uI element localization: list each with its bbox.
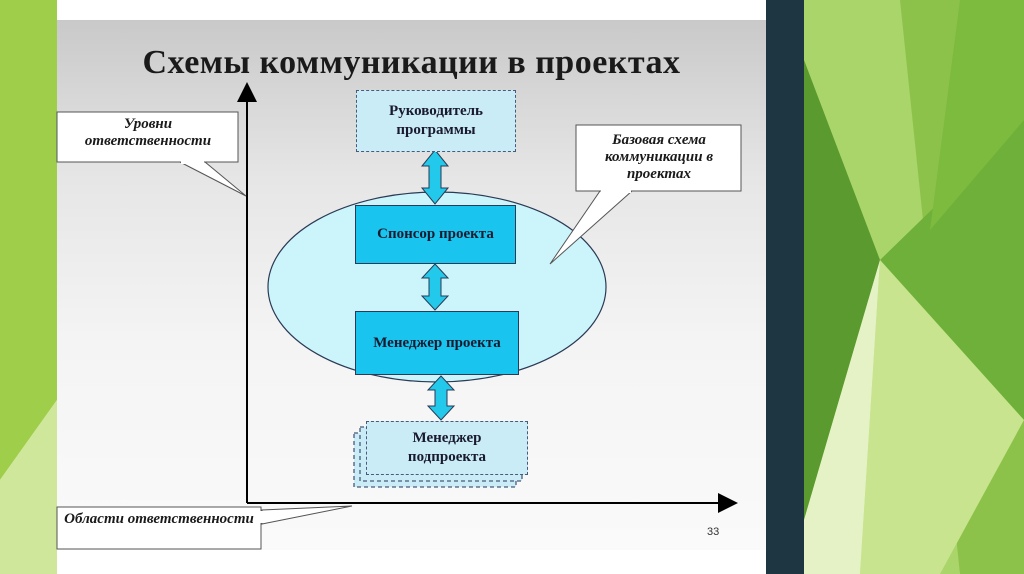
program-manager-box: Руководитель программы: [356, 90, 516, 152]
project-manager-box: Менеджер проекта: [355, 311, 519, 375]
right-green-shape-3: [804, 60, 880, 520]
callout-responsibility-levels: [56, 111, 247, 197]
arrow-program-sponsor: [420, 149, 450, 205]
right-green-shape-5: [860, 260, 1024, 574]
subproject-manager-label: Менеджер подпроекта: [407, 430, 487, 465]
responsibility-levels-text: Уровни ответственности: [84, 116, 212, 149]
left-green-shape: [0, 0, 57, 480]
base-scheme-text: Базовая схема коммуникации в проектах: [604, 132, 714, 182]
slide-footer: [57, 550, 766, 574]
arrow-manager-subproject: [426, 375, 456, 421]
callout-responsibility-areas: [56, 505, 353, 550]
dark-vertical-strip: [766, 0, 804, 574]
page-number: 33: [707, 526, 720, 538]
subproject-manager-box: Менеджер подпроекта: [366, 421, 528, 475]
responsibility-areas-text: Области ответственности: [64, 511, 254, 527]
left-green-shape-light: [0, 400, 57, 574]
right-green-shape-4: [880, 120, 1024, 420]
project-sponsor-box: Спонсор проекта: [355, 205, 516, 264]
right-green-shape-6: [804, 260, 880, 574]
arrow-sponsor-manager: [420, 263, 450, 311]
program-manager-label: Руководитель программы: [389, 103, 483, 138]
project-manager-label: Менеджер проекта: [373, 334, 501, 351]
project-sponsor-label: Спонсор проекта: [377, 226, 494, 242]
callout-base-scheme: [549, 124, 742, 265]
slide-title: Схемы коммуникации в проектах: [142, 44, 681, 81]
right-green-shape-7: [930, 0, 1024, 230]
